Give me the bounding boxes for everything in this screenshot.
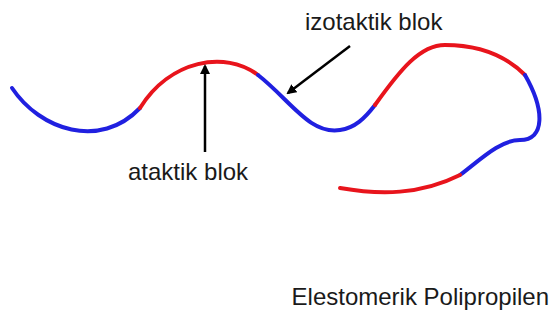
isotactic-segment: [12, 88, 140, 131]
atactic-segment: [140, 62, 258, 108]
block-label: izotaktik blok: [305, 8, 442, 36]
figure-caption: Elestomerik Polipropilen: [292, 283, 549, 311]
atactic-segment: [340, 175, 460, 192]
block-label: ataktik blok: [128, 158, 248, 186]
leader-arrow: [288, 46, 350, 93]
isotactic-segment: [460, 75, 539, 175]
atactic-segment: [375, 45, 525, 105]
isotactic-segment: [258, 75, 375, 130]
leader-arrow: [204, 66, 207, 152]
